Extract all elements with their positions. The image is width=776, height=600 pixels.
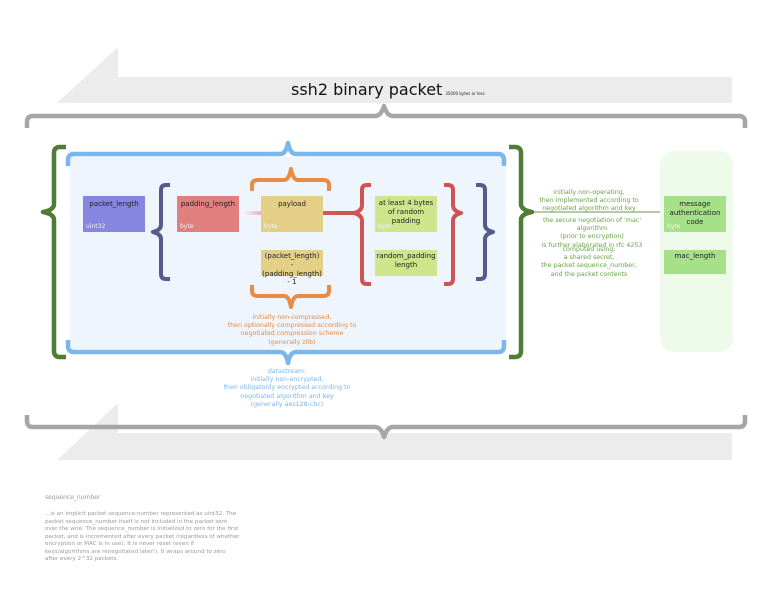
encryption-note: datastream: initially non-encrypted, the… [223,368,351,408]
title-text: ssh2 binary packet [291,80,443,99]
random-padding-type: byte [378,222,392,230]
title-subtitle: 35000 bytes or less [445,91,485,96]
mac-length-label: mac_length [674,252,716,260]
sequence-number-description: ...is an implicit packet sequence number… [45,511,240,563]
packet-length-label: packet_length [89,200,139,208]
mac-length-box: mac_length [664,250,726,274]
random-padding-length-label: random_padding length [376,252,436,269]
padding-length-label: padding_length [180,200,236,208]
orange-top-brace [250,167,331,191]
random-padding-length-box: random_padding length [375,250,437,276]
packet-length-type: uint32 [86,222,106,230]
random-padding-label: at least 4 bytes of random padding [378,199,434,225]
blue-top-bracket [65,140,507,166]
bottom-arrow [57,403,732,460]
payload-type: byte [264,222,278,230]
mac-operating-note: initially non-operating, then implemente… [539,189,639,213]
sequence-number-heading: sequence_number [45,494,101,501]
payload-size-box: (packet_length) - (padding_length) - 1 [261,250,323,286]
payload-box: payload byte [261,196,323,232]
packet-length-box: packet_length uint32 [83,196,145,232]
payload-label: payload [278,200,306,208]
green-left-brace [40,144,66,360]
top-arrow [57,47,732,103]
padding-length-type: byte [180,222,194,230]
outer-bottom-bracket [24,415,748,440]
outer-top-bracket [24,103,748,128]
orange-bottom-brace [250,285,331,309]
random-padding-box: at least 4 bytes of random padding byte [375,196,437,232]
compression-note: initially non-compressed, then optionall… [227,314,357,346]
red-right-brace [444,183,463,286]
mac-computed-note: computed using: a shared secret, the pac… [541,246,637,278]
blue-bottom-bracket [65,340,507,366]
padding-length-box: padding_length byte [177,196,239,232]
mac-type: byte [667,222,681,230]
mac-negotiation-note: the secure negotiation of 'mac' algorith… [541,217,643,249]
mac-box: message authentication code byte [664,196,726,232]
payload-size-label: (packet_length) - (padding_length) - 1 [262,252,322,287]
navy-right-brace [476,183,495,281]
mac-label: message authentication code [669,200,721,226]
navy-left-brace [151,183,170,281]
